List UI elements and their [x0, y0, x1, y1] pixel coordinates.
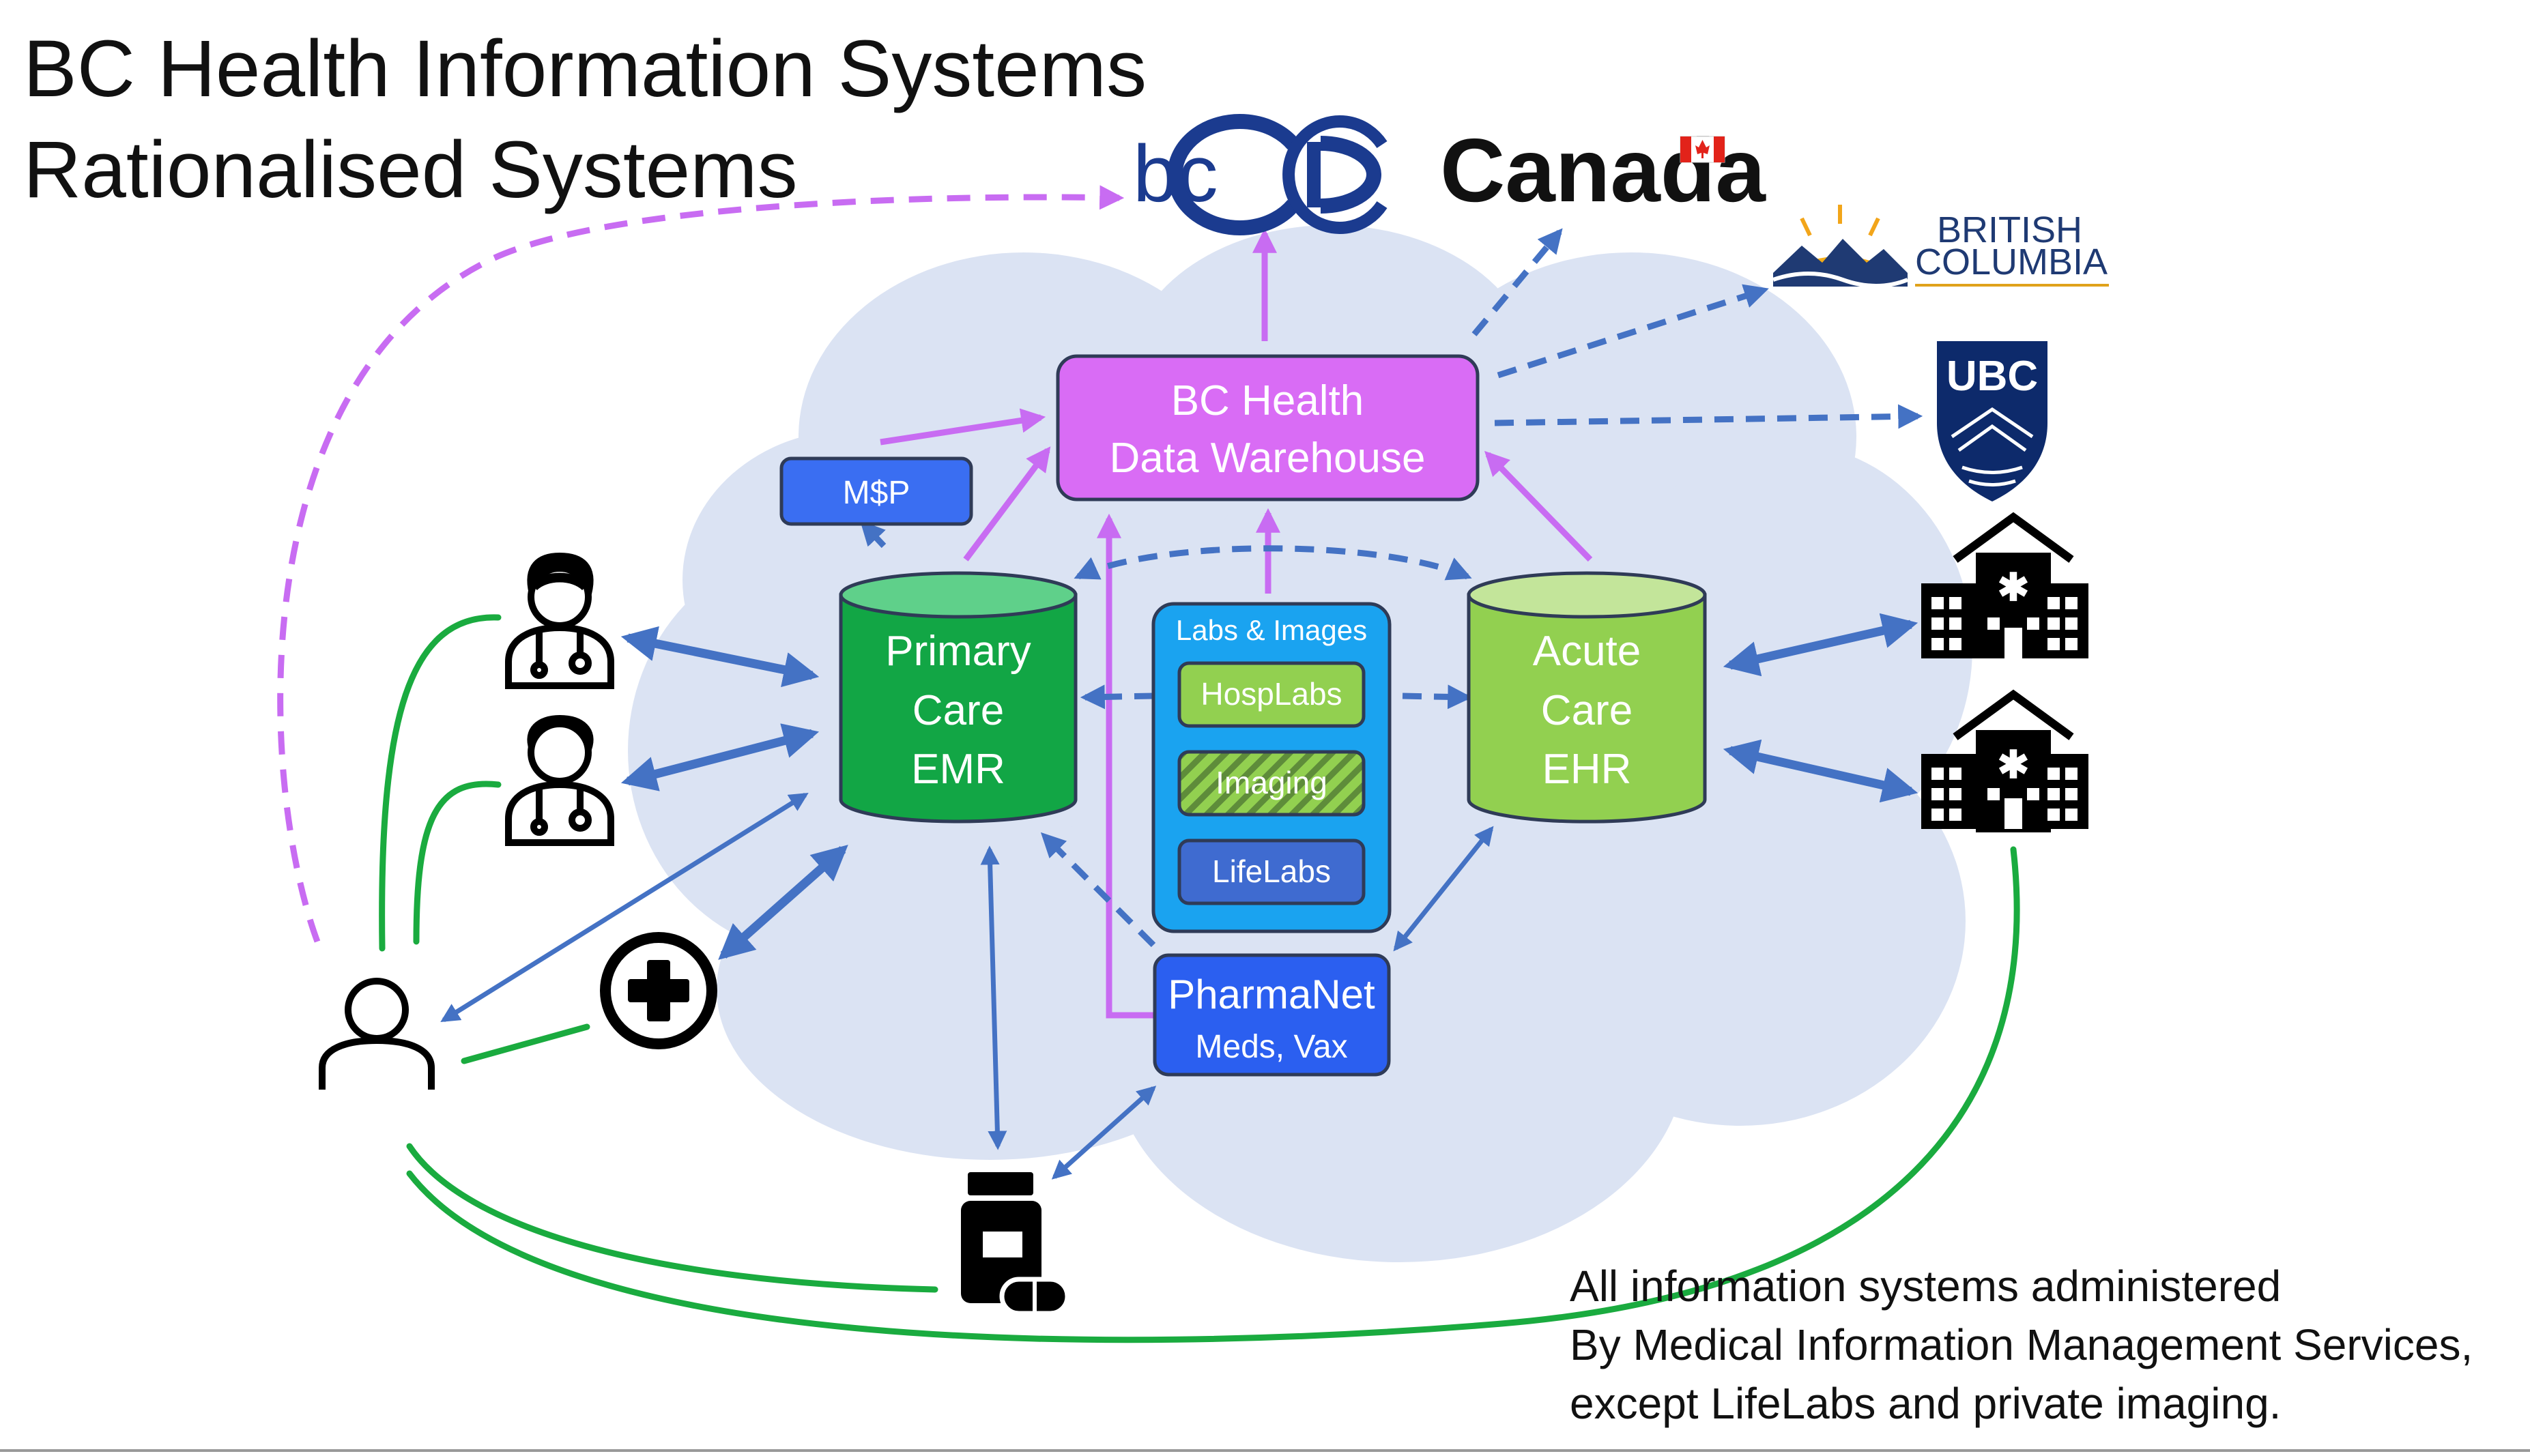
- data-warehouse-node: BC Health Data Warehouse: [1056, 354, 1480, 501]
- hosplabs-box: [1177, 661, 1366, 728]
- link-patient-bccdc: [277, 185, 1125, 943]
- arrow-labs-acute: [1402, 684, 1473, 710]
- purple-arrows: [880, 228, 1593, 1019]
- title-line-1: BC Health Information Systems: [23, 24, 1147, 114]
- lifelabs-box: [1177, 839, 1366, 905]
- footnote-line-1: All information systems administered: [1570, 1262, 2282, 1311]
- msp-label: M$P: [843, 475, 910, 511]
- arrow-warehouse-bc: [1497, 284, 1769, 379]
- pharmanet-label-1: PharmaNet: [1168, 972, 1375, 1017]
- primary-label-3: EMR: [911, 746, 1005, 793]
- blue-solid-arrows: [440, 613, 1918, 1180]
- arrow-msp-warehouse: [880, 408, 1046, 446]
- arrow-primary-msp: [860, 520, 887, 549]
- green-care-links: [379, 614, 2020, 1343]
- svg-text:✱: ✱: [1998, 566, 2030, 609]
- labs-title: Labs & Images: [1176, 614, 1367, 646]
- bottom-divider: [0, 1449, 2530, 1452]
- link-patient-clinic: [461, 1023, 590, 1064]
- footnote-line-3: except LifeLabs and private imaging.: [1570, 1379, 2282, 1428]
- arrow-doctor1-primary: [620, 626, 820, 688]
- hospital-icon-1: ✱: [1921, 512, 2088, 658]
- link-patient-pharmacy: [406, 1143, 938, 1293]
- acute-label-3: EHR: [1542, 746, 1632, 793]
- link-patient-doctor1: [379, 614, 502, 952]
- clinic-plus-icon: [600, 932, 717, 1049]
- bc-line-2: COLUMBIA: [1915, 242, 2108, 282]
- arrow-pharmanet-warehouse: [1097, 513, 1160, 1019]
- arrow-warehouse-canada: [1471, 228, 1563, 336]
- arrow-pharmanet-primary: [1040, 832, 1156, 948]
- arrow-primary-patient: [440, 793, 809, 1022]
- arrow-acute-hospital1: [1723, 613, 1918, 677]
- canada-logo: Canada: [1440, 120, 1766, 220]
- blue-dashed-arrows: [860, 228, 1923, 948]
- primary-label-1: Primary: [885, 628, 1031, 675]
- msp-node: M$P: [779, 456, 973, 526]
- labs-images-node: Labs & Images HospLabs Imaging LifeLabs: [1151, 602, 1392, 933]
- acute-label-1: Acute: [1533, 628, 1641, 675]
- warehouse-label-2: Data Warehouse: [1110, 435, 1426, 482]
- footnote: All information systems administered By …: [1570, 1257, 2473, 1433]
- ubc-logo: UBC: [1937, 341, 2047, 501]
- arrow-acute-hospital2: [1723, 739, 1918, 803]
- pharmanet-label-2: Meds, Vax: [1195, 1029, 1347, 1065]
- primary-care-emr-node: Primary Care EMR: [839, 571, 1078, 824]
- arrow-primary-acute: [1074, 545, 1472, 581]
- arrow-pharmanet-acute: [1393, 826, 1494, 952]
- female-doctor-icon: [505, 552, 614, 689]
- svg-text:✱: ✱: [1998, 743, 2030, 786]
- male-doctor-icon: [505, 714, 614, 846]
- bc-line-1: BRITISH: [1937, 209, 2082, 250]
- hosplabs-label: HospLabs: [1201, 676, 1342, 712]
- link-patient-hospital: [406, 846, 2020, 1343]
- pharmanet-node: PharmaNet Meds, Vax: [1153, 953, 1391, 1077]
- primary-label-2: Care: [912, 687, 1004, 734]
- title-line-2: Rationalised Systems: [23, 125, 798, 215]
- arrow-warehouse-ubc: [1494, 404, 1923, 429]
- lifelabs-label: LifeLabs: [1212, 854, 1331, 889]
- arrow-pharmanet-pharmacy: [1051, 1086, 1157, 1180]
- pharmacy-bottle-icon: [961, 1172, 1070, 1316]
- hospital-icon-2: ✱: [1921, 689, 2088, 832]
- british-columbia-logo: BRITISH COLUMBIA: [1772, 205, 2109, 288]
- imaging-box: [1177, 750, 1366, 817]
- footnote-line-2: By Medical Information Management Servic…: [1570, 1320, 2473, 1369]
- ubc-wordmark: UBC: [1946, 353, 2038, 400]
- arrow-primary-warehouse: [963, 446, 1051, 562]
- arrow-clinic-primary: [718, 845, 848, 960]
- arrow-primary-pharmacy: [980, 845, 1007, 1150]
- arrow-acute-warehouse: [1484, 450, 1593, 562]
- bccdc-logo: bc: [1133, 114, 1388, 235]
- acute-label-2: Care: [1541, 687, 1633, 734]
- imaging-label: Imaging: [1216, 765, 1327, 800]
- arrow-doctor2-primary: [620, 723, 820, 791]
- canada-wordmark: Canada: [1440, 120, 1766, 220]
- patient-icon: [319, 978, 435, 1090]
- acute-care-ehr-node: Acute Care EHR: [1467, 571, 1707, 824]
- arrow-labs-primary: [1080, 684, 1154, 710]
- canada-flag-icon: [1680, 136, 1725, 163]
- link-patient-doctor2: [413, 781, 502, 945]
- warehouse-label-1: BC Health: [1171, 377, 1364, 424]
